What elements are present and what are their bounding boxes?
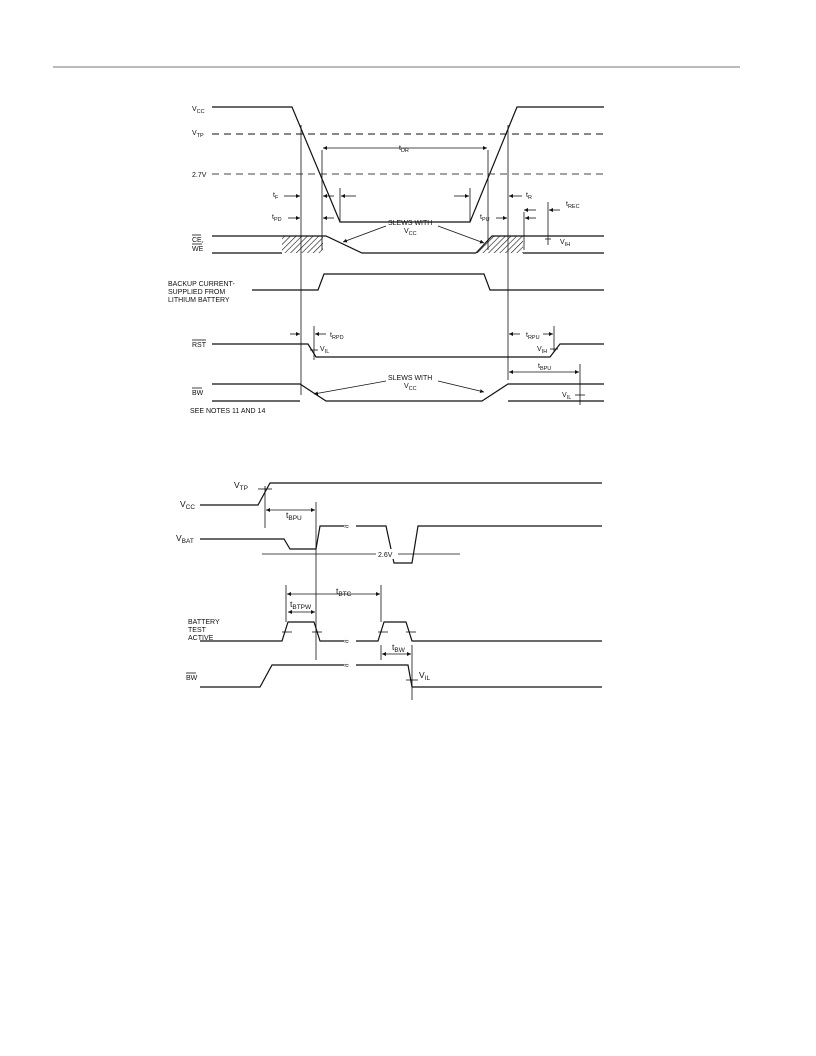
vcc-waveform (212, 106, 604, 223)
vil2-label: VIL (419, 670, 430, 682)
battery-test-timing-diagram: VTP VCC tBPU VBAT ≈ 2.6V tBTC tBTPW BATT… (176, 480, 602, 700)
backup-line3: LITHIUM BATTERY (168, 297, 230, 304)
bw2-label: BW (186, 675, 198, 682)
ce-waveform-right (475, 235, 604, 254)
bw1-waveform-high (212, 383, 604, 402)
v26-label: 2.6V (378, 552, 393, 559)
vcc2-waveform (200, 482, 602, 506)
vih-ce-label: VIH (560, 239, 570, 248)
tpu-label: tPU (480, 214, 490, 223)
we-label: WE (192, 246, 204, 253)
slews-bw-line1: SLEWS WITH (388, 375, 432, 382)
ce-hatch-right (474, 236, 523, 253)
battery-line3: ACTIVE (188, 635, 214, 642)
tbtc-label: tBTC (336, 586, 352, 598)
tf-label: tF (273, 192, 279, 201)
vih-rst-label: VIH (537, 346, 547, 355)
trec-label: tREC (566, 201, 580, 210)
battery-line2: TEST (188, 627, 207, 634)
tdr-label: tDR (399, 145, 409, 154)
vbat-waveform-2 (356, 525, 602, 564)
backup-line1: BACKUP CURRENT- (168, 281, 235, 288)
notes-text: SEE NOTES 11 AND 14 (190, 408, 265, 415)
vbat-break-glyph: ≈ (344, 521, 349, 531)
ce-hatch-left (282, 236, 323, 253)
slews-top-line2: VCC (404, 228, 417, 237)
v27-label: 2.7V (192, 172, 207, 179)
rst-label: RST (192, 342, 207, 349)
vil-rst-label: VIL (320, 346, 329, 355)
tpd-label: tPD (272, 214, 282, 223)
trpu-label: tRPU (526, 332, 540, 341)
slews-bw-arrow-left (313, 380, 387, 396)
vcc-label: VCC (192, 106, 205, 115)
tbw-label: tBW (392, 642, 406, 654)
tbtpw-label: tBTPW (290, 599, 312, 611)
v26-label-bg (376, 549, 398, 559)
slews-bw-arrow-right (437, 380, 485, 394)
slews-top-arrow-left (342, 225, 387, 243)
bw2-waveform (200, 664, 344, 688)
bw2-waveform-2 (356, 664, 602, 688)
vtp2-label: VTP (234, 480, 248, 492)
vtp-label: VTP (192, 130, 204, 139)
tbpu1-label: tBPU (538, 363, 551, 372)
vcc2-label: VCC (180, 499, 195, 511)
battery-test-waveform (200, 621, 344, 642)
bw1-label: BW (192, 390, 204, 397)
backup-line2: SUPPLIED FROM (168, 289, 225, 296)
trpd-label: tRPD (330, 332, 344, 341)
power-down-up-timing-diagram: VCC VTP 2.7V tDR tF tR tPD t (168, 106, 604, 415)
rst-waveform (212, 343, 604, 358)
bw2-break-glyph: ≈ (344, 660, 349, 670)
ce-label: CE, (192, 237, 204, 244)
vbat-waveform (200, 525, 344, 550)
vil-bw1-label: VIL (562, 392, 571, 401)
battery-test-waveform-2 (356, 621, 602, 642)
battery-line1: BATTERY (188, 619, 220, 626)
battery-break-glyph: ≈ (344, 636, 349, 646)
vbat-label: VBAT (176, 533, 194, 545)
tbpu2-label: tBPU (286, 510, 302, 522)
slews-top-arrow-right (437, 225, 485, 244)
slews-top-line1: SLEWS WITH (388, 220, 432, 227)
backup-current-waveform (252, 273, 604, 291)
slews-bw-line2: VCC (404, 383, 417, 392)
tr-label: tR (526, 192, 532, 201)
ce-waveform-high (212, 235, 476, 254)
